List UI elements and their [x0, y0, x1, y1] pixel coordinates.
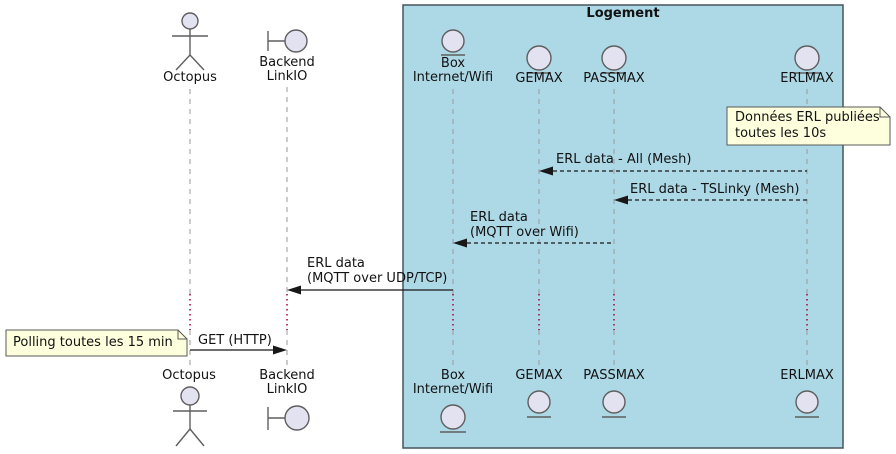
participant-label-gemax-top: GEMAX [515, 71, 563, 86]
entity-icon-erlmax-top [794, 45, 820, 74]
message-label-erl-data-mqtt-wifi-1: ERL data [470, 210, 528, 225]
participant-label-octopus-bottom: Octopus [162, 368, 216, 383]
logement-frame [402, 4, 844, 449]
entity-icon-passmax-top [601, 45, 627, 74]
participant-label-backend-top-2: LinkIO [266, 69, 308, 84]
participant-label-box-bottom-1: Box [440, 368, 466, 383]
boundary-icon-backend-bottom [267, 405, 310, 431]
boundary-icon-backend-top [267, 29, 308, 53]
participant-label-passmax-top: PASSMAX [583, 71, 645, 86]
note-erl-publish [726, 106, 891, 146]
participant-label-backend-bottom-2: LinkIO [266, 382, 308, 397]
message-label-erl-data-mqtt-udp-1: ERL data [307, 256, 365, 271]
actor-icon-octopus-top [172, 12, 208, 71]
message-arrow-erl-data-mqtt-wifi [453, 238, 614, 248]
participant-label-box-bottom-2: Internet/Wifi [412, 382, 494, 397]
participant-label-box-top-1: Box [440, 56, 466, 71]
note-polling [5, 329, 188, 357]
message-arrow-erl-data-mqtt-udp [287, 285, 453, 295]
entity-icon-box-bottom [440, 404, 466, 433]
message-label-erl-data-mqtt-wifi-2: (MQTT over Wifi) [470, 225, 579, 240]
entity-icon-erlmax-bottom [795, 390, 819, 418]
message-label-get-http: GET (HTTP) [198, 333, 272, 348]
frame-title: Logement [586, 6, 660, 21]
message-label-erl-data-tslinky: ERL data - TSLinky (Mesh) [630, 182, 800, 197]
message-arrow-get-http [190, 345, 287, 355]
entity-icon-gemax-bottom [527, 390, 551, 418]
participant-label-erlmax-bottom: ERLMAX [780, 368, 834, 383]
actor-icon-octopus-bottom [173, 386, 207, 447]
entity-icon-passmax-bottom [602, 390, 626, 418]
participant-label-octopus-top: Octopus [163, 70, 217, 85]
message-label-erl-data-mqtt-udp-2: (MQTT over UDP/TCP) [307, 271, 448, 286]
participant-label-box-top-2: Internet/Wifi [412, 70, 494, 85]
participant-label-passmax-bottom: PASSMAX [583, 368, 645, 383]
message-label-erl-data-all: ERL data - All (Mesh) [556, 152, 692, 167]
entity-icon-gemax-top [526, 45, 552, 74]
message-arrow-erl-data-all [539, 166, 807, 176]
note-polling-text: Polling toutes les 15 min [13, 335, 173, 350]
note-erl-publish-line1: Données ERL publiées [735, 110, 880, 125]
entity-icon-box-top [441, 29, 465, 56]
participant-label-backend-bottom-1: Backend [259, 368, 315, 383]
participant-label-erlmax-top: ERLMAX [780, 71, 834, 86]
participant-label-backend-top-1: Backend [259, 55, 315, 70]
note-erl-publish-line2: toutes les 10s [735, 126, 827, 141]
message-arrow-erl-data-tslinky [614, 195, 807, 205]
participant-label-gemax-bottom: GEMAX [515, 368, 563, 383]
